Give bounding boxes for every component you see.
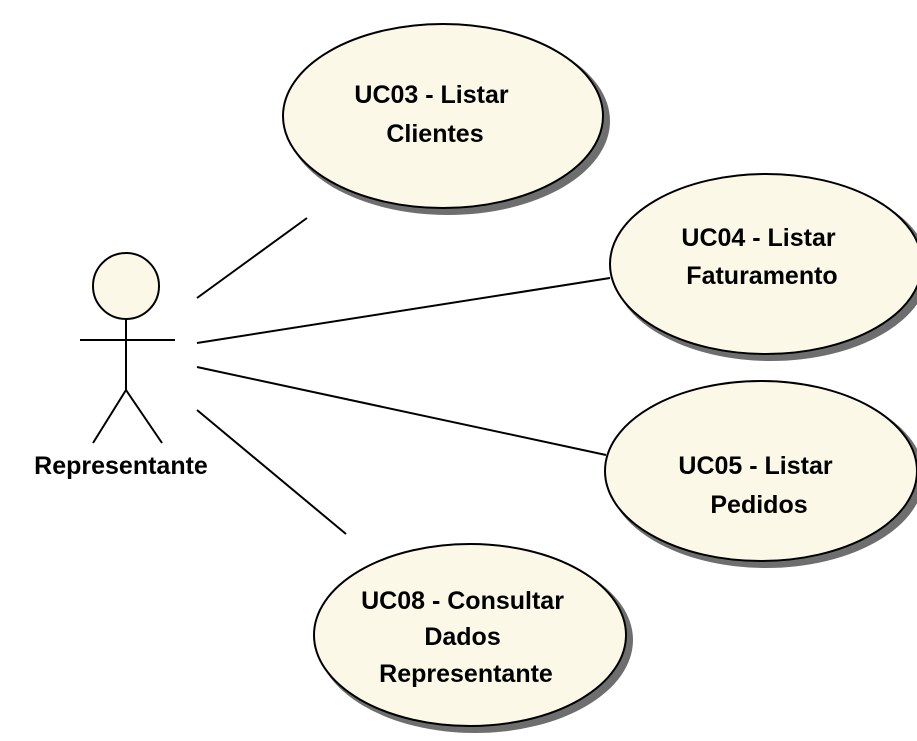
use-case-uc03-line-2: Clientes [386, 120, 483, 148]
use-case-uc04-line-1: UC04 - Listar [681, 224, 835, 252]
use-case-uc08[interactable]: UC08 - Consultar Dados Representante [313, 543, 633, 733]
actor-label: Representante [34, 452, 208, 480]
use-case-uc08-label: UC08 - Consultar Dados Representante [361, 587, 571, 688]
use-case-uc08-line-1: UC08 - Consultar [361, 587, 564, 615]
use-case-uc04[interactable]: UC04 - Listar Faturamento [609, 173, 917, 361]
use-case-uc05-label: UC05 - Listar Pedidos [678, 452, 839, 519]
actor-left-leg [92, 389, 127, 444]
association-uc08[interactable] [196, 409, 347, 535]
use-case-uc08-line-3: Representante [379, 660, 553, 688]
use-case-uc04-line-2: Faturamento [686, 262, 837, 290]
use-case-uc08-ellipse [313, 543, 627, 727]
actor-head [92, 252, 160, 320]
actor-representante[interactable]: Representante [34, 252, 208, 480]
association-uc03[interactable] [196, 217, 308, 299]
use-case-uc05-line-1: UC05 - Listar [678, 452, 832, 480]
actor-right-leg [125, 389, 163, 444]
use-case-uc04-ellipse [609, 173, 917, 355]
association-uc04[interactable] [196, 277, 611, 344]
use-case-uc05-line-2: Pedidos [710, 491, 807, 519]
associations [196, 217, 611, 535]
use-case-uc03-ellipse [282, 23, 604, 209]
use-case-uc03[interactable]: UC03 - Listar Clientes [282, 23, 610, 215]
association-uc05[interactable] [196, 366, 607, 456]
use-case-uc05[interactable]: UC05 - Listar Pedidos [604, 380, 917, 568]
use-case-uc08-line-2: Dados [424, 623, 500, 651]
use-case-uc03-label: UC03 - Listar Clientes [354, 81, 515, 148]
use-case-uc03-line-1: UC03 - Listar [354, 81, 508, 109]
use-case-uc04-label: UC04 - Listar Faturamento [681, 224, 842, 290]
use-case-uc05-ellipse [604, 380, 917, 562]
